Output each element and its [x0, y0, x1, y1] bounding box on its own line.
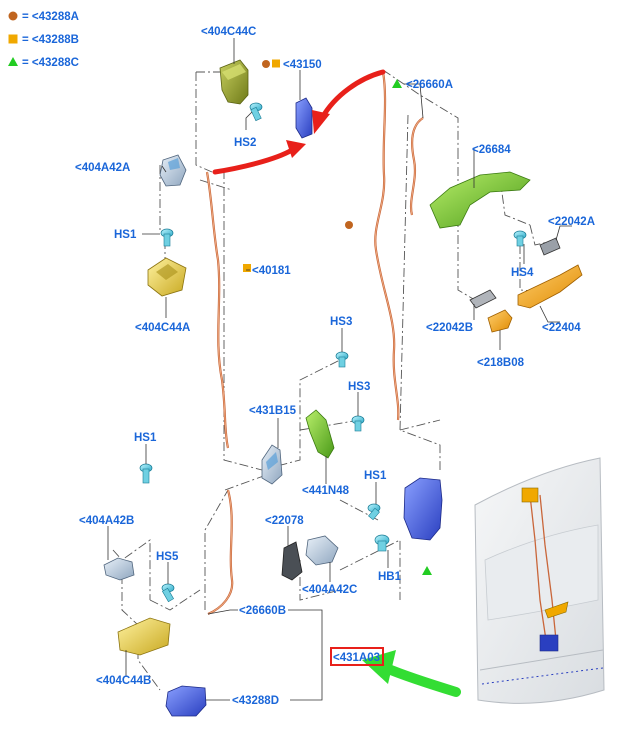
- label-22404: <22404: [542, 322, 581, 334]
- part-431B15-latch: [261, 444, 283, 485]
- label-hs1-middle: HS1: [364, 470, 387, 482]
- part-22078-gasket: [281, 541, 303, 581]
- part-hs1-screw-upper: [160, 228, 174, 247]
- label-hs4: HS4: [511, 267, 534, 279]
- label-43288D: <43288D: [232, 695, 279, 707]
- part-hs2-screw: [249, 102, 263, 122]
- label-404C44A: <404C44A: [135, 322, 190, 334]
- legend-item-43288A: = <43288A: [22, 11, 79, 23]
- label-hs1-lower: HS1: [134, 432, 157, 444]
- triangle-marker-43288C-lower: [422, 566, 432, 575]
- part-404C44C-housing: [219, 59, 249, 105]
- label-43150: <43150: [283, 59, 322, 71]
- label-hs3-b: HS3: [348, 381, 370, 393]
- cable-lower-left: [207, 489, 234, 616]
- part-441N48-bracket: [305, 409, 335, 459]
- label-431A03: <431A03: [333, 652, 380, 664]
- part-labels: <404C44C <43150 HS2 <404A42A HS1 <404C44…: [75, 26, 595, 707]
- square-marker-40181: [243, 264, 251, 272]
- cables: [205, 71, 424, 616]
- part-hs1-screw-lower: [139, 463, 153, 484]
- legend-square-marker: [8, 34, 18, 44]
- part-22042A-gasket: [539, 237, 561, 256]
- part-404A42A-bracket: [159, 154, 187, 187]
- label-404C44B: <404C44B: [96, 675, 151, 687]
- part-main-door-lock: [403, 477, 443, 541]
- part-hs3-screw-a: [335, 351, 349, 368]
- part-404C44B-housing: [117, 617, 171, 656]
- label-441N48: <441N48: [302, 485, 350, 497]
- legend-dot-marker: [8, 11, 18, 21]
- part-hs1-screw-middle: [367, 503, 381, 521]
- part-hs3-screw-b: [351, 415, 365, 432]
- label-40181: <40181: [252, 265, 291, 277]
- triangle-marker-26660A: [392, 79, 402, 88]
- part-hb1-bolt: [374, 534, 390, 552]
- label-hs5: HS5: [156, 551, 179, 563]
- part-404A42B-bracket: [103, 557, 135, 581]
- label-404C44C: <404C44C: [201, 26, 256, 38]
- part-43288D-actuator: [165, 685, 207, 717]
- label-26660A: <26660A: [406, 79, 453, 91]
- part-218B08-cap: [487, 309, 513, 333]
- legend: = <43288A = <43288B = <43288C: [8, 11, 79, 69]
- label-26684: <26684: [472, 144, 511, 156]
- label-hb1: HB1: [378, 571, 402, 583]
- part-43150-switch: [295, 97, 313, 139]
- red-callout-arrows: [212, 69, 386, 175]
- label-22042B: <22042B: [426, 322, 473, 334]
- legend-triangle-marker: [8, 57, 18, 66]
- leader-lines: [107, 38, 572, 701]
- part-22404-handle: [517, 264, 583, 309]
- label-431B15: <431B15: [249, 405, 297, 417]
- highlight-box-431A03: [330, 647, 384, 666]
- part-hs4-screw: [513, 230, 527, 247]
- label-404A42C: <404A42C: [302, 584, 357, 596]
- label-hs1-upper: HS1: [114, 229, 137, 241]
- green-callout-arrow: [362, 650, 461, 697]
- square-marker-43288B-upper: [272, 59, 280, 68]
- cable-center: [374, 71, 400, 421]
- part-hs5-screw: [161, 583, 175, 603]
- rear-door-thumbnail: [474, 457, 605, 704]
- part-404C44A-cap: [147, 257, 187, 297]
- label-218B08: <218B08: [477, 357, 525, 369]
- label-hs2: HS2: [234, 137, 256, 149]
- legend-item-43288B: = <43288B: [22, 34, 79, 46]
- dot-marker-43288A-upper: [262, 60, 270, 68]
- cable-upper-left: [205, 171, 230, 449]
- label-22078: <22078: [265, 515, 304, 527]
- label-404A42B: <404A42B: [79, 515, 134, 527]
- label-26660B: <26660B: [239, 605, 286, 617]
- label-22042A: <22042A: [548, 216, 595, 228]
- legend-item-43288C: = <43288C: [22, 57, 79, 69]
- dot-marker-43288A-center: [345, 221, 353, 229]
- part-26684-handle-base: [429, 171, 531, 229]
- part-404A42C-bracket: [305, 535, 339, 566]
- label-404A42A: <404A42A: [75, 162, 130, 174]
- label-hs3-a: HS3: [330, 316, 352, 328]
